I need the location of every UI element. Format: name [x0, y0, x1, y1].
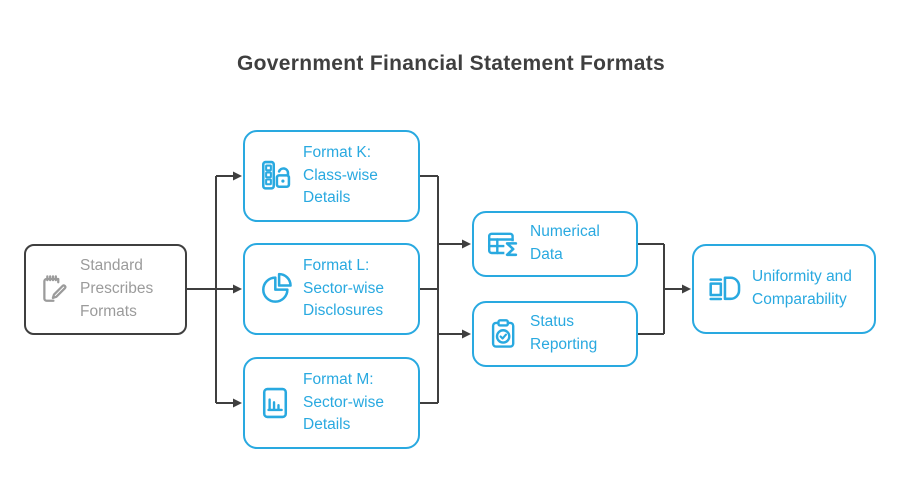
pie-chart-icon	[256, 270, 294, 308]
node-label: Format K: Class-wise Details	[303, 143, 378, 207]
node-format-k: Format K: Class-wise Details	[243, 130, 420, 222]
connector-middle-to-outcome	[638, 243, 691, 335]
list-lock-icon	[256, 157, 294, 195]
page-title: Government Financial Statement Formats	[237, 52, 665, 75]
connector-source-to-formats	[187, 171, 242, 408]
compare-shapes-icon	[705, 270, 743, 308]
table-sigma-icon	[485, 226, 521, 262]
node-format-m: Format M: Sector-wise Details	[243, 357, 420, 449]
node-label: Format L: Sector-wise Disclosures	[303, 256, 384, 320]
node-standard-prescribes-formats: Standard Prescribes Formats	[24, 244, 187, 335]
memo-pencil-icon	[37, 273, 71, 307]
node-numerical-data: Numerical Data	[472, 211, 638, 277]
connector-formats-to-middle	[420, 175, 471, 404]
node-uniformity-comparability: Uniformity and Comparability	[692, 244, 876, 334]
node-format-l: Format L: Sector-wise Disclosures	[243, 243, 420, 335]
clipboard-check-icon	[485, 316, 521, 352]
node-label: Standard Prescribes Formats	[80, 257, 154, 320]
node-label: Numerical Data	[530, 223, 600, 263]
document-bar-chart-icon	[256, 384, 294, 422]
node-label: Status Reporting	[530, 313, 598, 353]
node-status-reporting: Status Reporting	[472, 301, 638, 367]
node-label: Format M: Sector-wise Details	[303, 370, 384, 434]
node-label: Uniformity and Comparability	[752, 268, 852, 308]
